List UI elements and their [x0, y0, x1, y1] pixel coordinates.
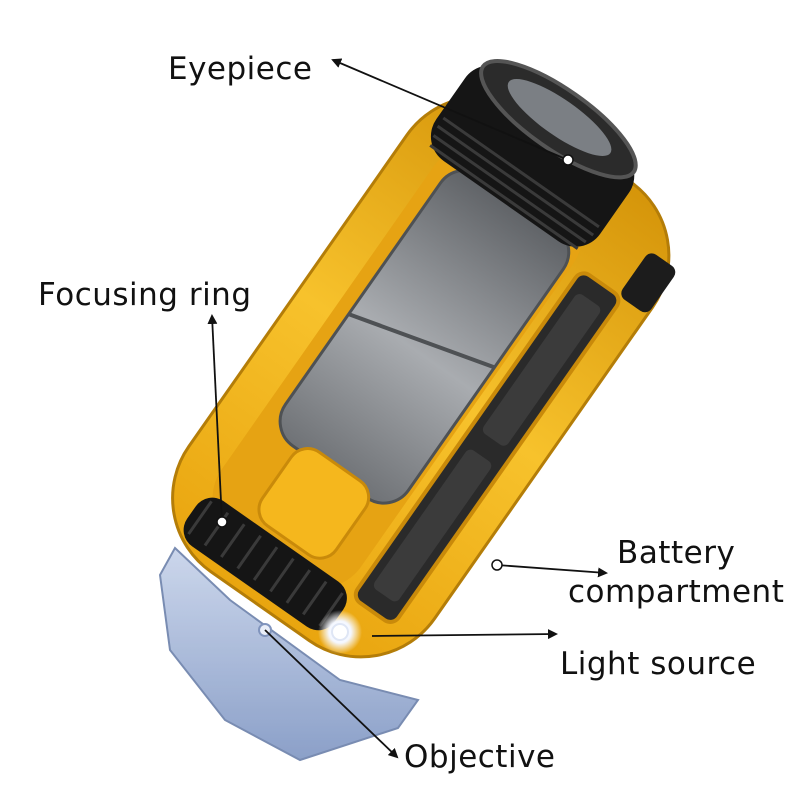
- eyepiece-label: Eyepiece: [168, 51, 313, 87]
- focusing-ring-dot: [216, 516, 228, 528]
- objective-pointer: [264, 629, 399, 759]
- tube-joint: [347, 312, 496, 370]
- light-source-led: [331, 623, 349, 641]
- light-source-pointer: [371, 629, 558, 640]
- battery-cell: [482, 293, 601, 446]
- focusing-ring-pointer: [207, 314, 223, 523]
- microscope-body: [171, 58, 676, 659]
- battery-compartment-label: Battery compartment: [568, 534, 784, 612]
- objective-label: Objective: [404, 739, 556, 775]
- eyepiece-glass: [507, 79, 612, 157]
- battery-dot: [491, 559, 503, 571]
- eyepiece-pointer: [331, 58, 569, 161]
- battery-cell: [373, 449, 492, 602]
- battery-pointer: [496, 564, 608, 578]
- eyepiece-shape: [430, 65, 635, 247]
- power-switch: [621, 253, 676, 313]
- light-source-label: Light source: [560, 646, 757, 682]
- battery-label-line1: Battery: [617, 535, 736, 571]
- inner-barrel: [257, 447, 371, 560]
- battery-label-line2: compartment: [568, 573, 785, 610]
- eyepiece-grip: [429, 116, 600, 250]
- eyepiece-dot: [562, 154, 574, 166]
- focusing-ring-grip: [187, 500, 344, 627]
- focusing-ring-label: Focusing ring: [38, 277, 252, 313]
